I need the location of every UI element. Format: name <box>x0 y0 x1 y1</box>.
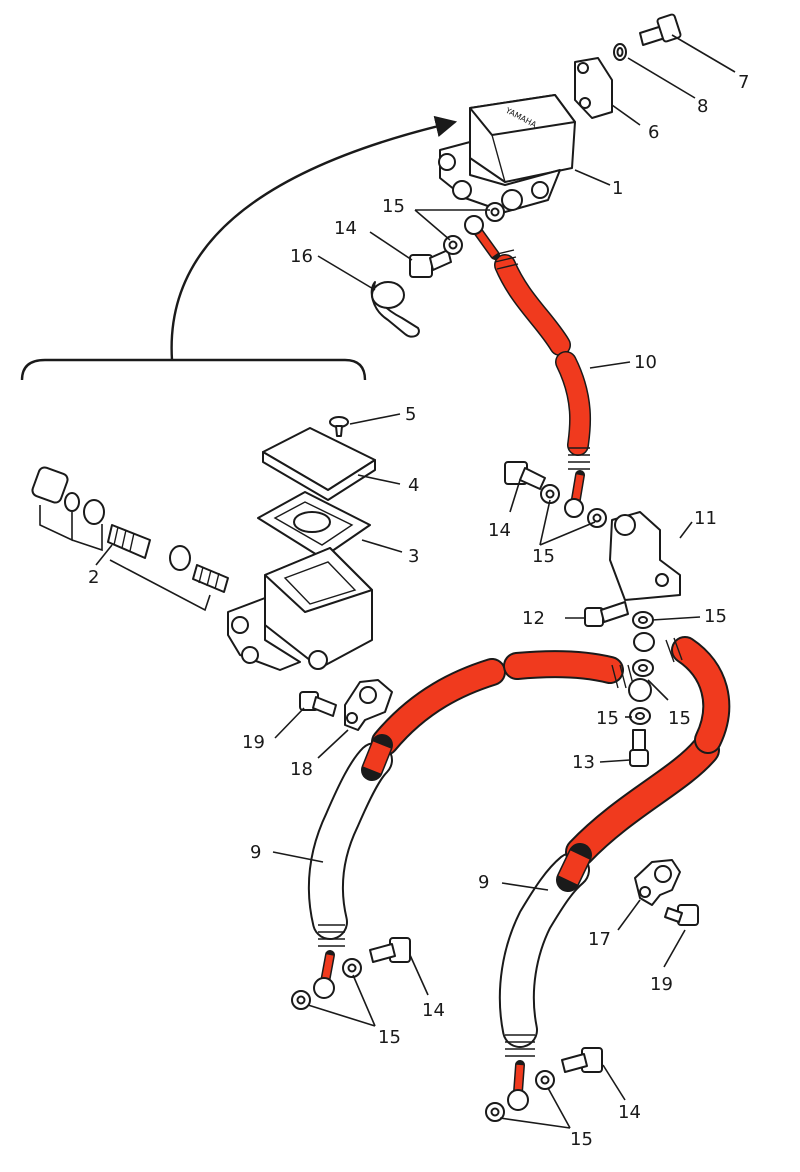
callout-9-right: 9 <box>478 872 489 893</box>
washer-8 <box>613 43 627 61</box>
bolt-19-right <box>664 904 699 926</box>
callout-4: 4 <box>408 475 419 496</box>
leader-lines <box>95 34 736 1129</box>
callout-19-right: 19 <box>650 974 673 995</box>
callout-1: 1 <box>612 178 623 199</box>
callout-14-middle: 14 <box>488 520 511 541</box>
callout-18: 18 <box>290 759 313 780</box>
copper-washers-15-lower-right <box>485 1070 555 1122</box>
callout-13: 13 <box>572 752 595 773</box>
hose-9-right-red-lower <box>567 737 718 865</box>
callout-7: 7 <box>738 72 749 93</box>
callout-15-lower-right: 15 <box>570 1129 593 1150</box>
brake-hose-10 <box>464 215 592 518</box>
piston-kit-2 <box>31 466 229 612</box>
hose-holder-17 <box>634 859 681 906</box>
callout-14-upper: 14 <box>334 218 357 239</box>
hose-9-left-red-top <box>505 652 622 682</box>
detail-bracket <box>20 115 458 381</box>
hose-joint-11 <box>609 511 681 601</box>
holder-clamp-6 <box>574 57 613 119</box>
callout-12: 12 <box>522 608 545 629</box>
brake-hose-9-left <box>307 650 635 999</box>
hose-9-right-red-upper <box>673 638 729 752</box>
callout-9-left: 9 <box>250 842 261 863</box>
callout-16: 16 <box>290 246 313 267</box>
hose-10-red-lower <box>556 352 590 455</box>
diaphragm-3 <box>257 491 371 559</box>
callout-15-middle: 15 <box>532 546 555 567</box>
union-bolt-14-middle <box>504 461 546 490</box>
master-cylinder-body-detail <box>227 547 373 671</box>
union-bolt-14-lower-right <box>561 1047 603 1073</box>
callout-14-lower-right: 14 <box>618 1102 641 1123</box>
hose-9-left-red-upper <box>373 660 504 754</box>
callout-5: 5 <box>405 404 416 425</box>
callout-19-left: 19 <box>242 732 265 753</box>
callout-8: 8 <box>697 96 708 117</box>
hose-holder-18 <box>344 679 393 731</box>
callout-15-joint-top: 15 <box>704 606 727 627</box>
callout-17: 17 <box>588 929 611 950</box>
copper-washers-15-lower-left <box>291 958 362 1010</box>
callout-3: 3 <box>408 546 419 567</box>
bolt-7 <box>639 13 682 46</box>
union-bolt-14-upper <box>409 249 452 278</box>
callout-15-joint-left: 15 <box>596 708 619 729</box>
bolt-19-left <box>299 691 337 717</box>
master-cylinder-1: YAMAHA <box>438 94 576 213</box>
bolt-12 <box>584 601 629 627</box>
reservoir-cap-4 <box>262 427 376 501</box>
brake-hose-9-right <box>498 632 731 1111</box>
callout-15-joint-right: 15 <box>668 708 691 729</box>
callout-2: 2 <box>88 567 99 588</box>
callout-15-lower-left: 15 <box>378 1027 401 1048</box>
callout-10: 10 <box>634 352 657 373</box>
callout-6: 6 <box>648 122 659 143</box>
screw-5 <box>329 416 349 437</box>
callout-14-lower-left: 14 <box>422 1000 445 1021</box>
callout-11: 11 <box>694 508 717 529</box>
callout-labels: 1 2 3 4 5 6 7 8 9 9 10 11 12 13 14 14 14… <box>88 72 749 1150</box>
rubber-cap-16 <box>370 281 420 338</box>
callout-15-upper: 15 <box>382 196 405 217</box>
hose-10-red-upper <box>495 255 570 355</box>
copper-washers-15-upper <box>443 202 505 255</box>
joint-stack-15-13 <box>628 611 654 767</box>
union-bolt-14-lower-left <box>369 937 411 963</box>
